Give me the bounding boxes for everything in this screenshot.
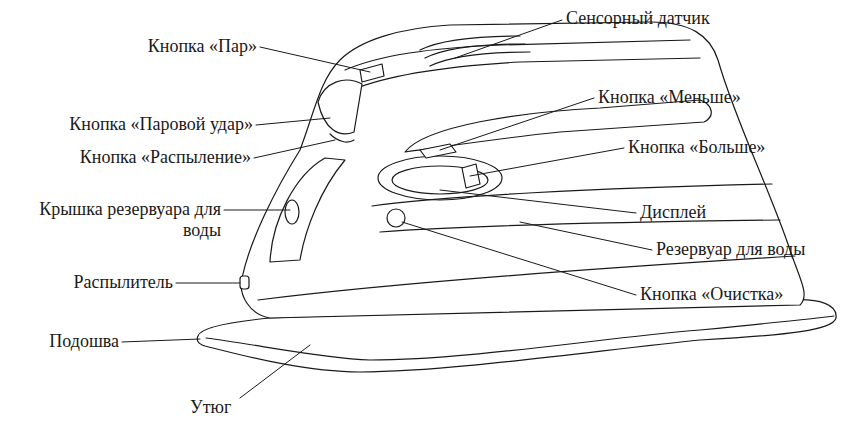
spray-nozzle <box>240 276 249 289</box>
water-tank-edge <box>380 220 780 232</box>
steam-burst-button <box>318 80 362 134</box>
part-label: Кнопка «Очистка» <box>640 284 783 305</box>
soleplate-edge <box>206 316 834 360</box>
part-label: Крышка резервуара для воды <box>7 199 221 241</box>
part-label: Кнопка «Распыление» <box>80 147 251 168</box>
clean-button <box>387 209 405 227</box>
part-label: Дисплей <box>640 202 706 223</box>
water-tank-edge <box>372 184 772 206</box>
handle-line <box>352 58 700 90</box>
part-label: Сенсорный датчик <box>566 8 710 29</box>
iron-body <box>241 22 804 318</box>
part-label: Утюг <box>190 397 231 418</box>
part-label: Подошва <box>49 331 119 352</box>
part-label: Кнопка «Меньше» <box>598 87 741 108</box>
part-label: Кнопка «Больше» <box>628 137 765 158</box>
steam-button <box>360 64 384 82</box>
part-label: Распылитель <box>74 272 173 293</box>
part-label: Кнопка «Пар» <box>148 36 257 57</box>
part-label: Кнопка «Паровой удар» <box>69 114 253 135</box>
reservoir-cap <box>285 200 299 224</box>
display <box>378 156 502 200</box>
part-label: Резервуар для воды <box>656 239 805 260</box>
